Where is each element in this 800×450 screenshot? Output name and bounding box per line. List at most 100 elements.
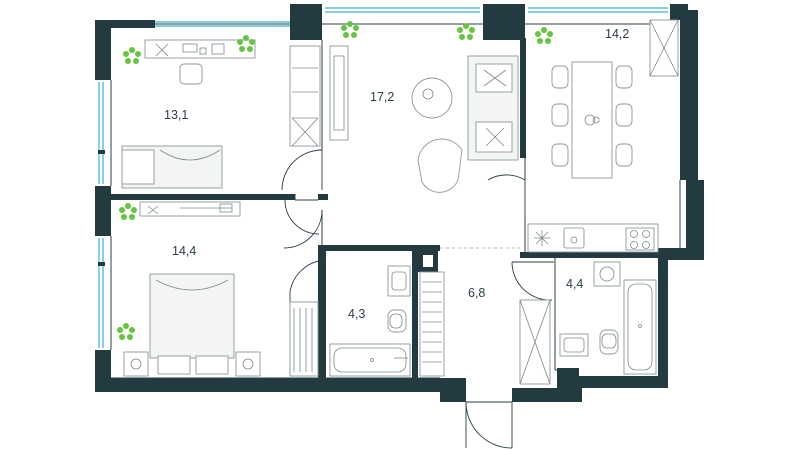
- chair-left-2: [551, 103, 569, 127]
- column-top-2: [483, 4, 525, 40]
- wall-bedrooms-divider: [95, 194, 295, 200]
- plant-icon: [341, 21, 359, 38]
- bath2-sink: [559, 333, 589, 357]
- nightstand-1-lamp: [130, 358, 142, 370]
- books-icon: [211, 43, 225, 55]
- wall-bath1-top: [318, 245, 440, 251]
- window-living: [325, 7, 480, 13]
- window-bedroom2-left: [98, 238, 104, 348]
- nightstand-2-lamp: [242, 358, 254, 370]
- room-area-hall: 6,8: [468, 286, 485, 300]
- bedroom-1-furniture: [121, 39, 321, 189]
- chair-right-1: [615, 65, 633, 89]
- room-area-bathroom-1: 4,3: [348, 307, 365, 321]
- table-vase-2: [592, 116, 600, 124]
- wardrobe-2-hangers: [293, 308, 313, 372]
- bed-1-pillow: [121, 149, 155, 185]
- chair-left-3: [551, 143, 569, 167]
- wall-left-mid: [95, 186, 111, 236]
- column-hall-hole: [423, 255, 433, 267]
- wardrobe-1-shelves: [292, 67, 318, 119]
- wall-top-left: [95, 20, 155, 28]
- sink-drain: [570, 236, 578, 244]
- chair-right-3: [615, 143, 633, 167]
- bed-2: [149, 273, 235, 359]
- burner-1: [630, 230, 638, 238]
- washing-machine: [593, 261, 621, 287]
- dresser-lamp: [147, 205, 159, 215]
- shower-tray: [623, 279, 657, 375]
- bathtub-1-basin: [333, 347, 407, 373]
- wall-right-step: [658, 248, 704, 260]
- tv-screen: [333, 55, 345, 131]
- bath1-toilet: [387, 309, 407, 333]
- windows: [98, 7, 668, 348]
- hall-wardrobe: [419, 271, 445, 377]
- door-bath2: [511, 261, 554, 301]
- bed-2-blanket: [155, 279, 229, 291]
- fridge-cross: [649, 19, 679, 77]
- room-area-living: 17,2: [370, 90, 394, 104]
- wardrobe-2: [289, 301, 319, 377]
- wall-right: [680, 10, 698, 180]
- sofa-cushion-2: [475, 121, 513, 153]
- monitor-icon: [182, 43, 198, 53]
- tv-unit: [329, 45, 349, 141]
- wall-right-lower: [686, 180, 704, 260]
- bath1-sink-basin: [391, 271, 407, 291]
- cooktop: [625, 227, 655, 251]
- hall-wardrobe-hangers: [422, 281, 442, 363]
- wall-entrance-left: [440, 378, 466, 402]
- bath1-toilet-seat: [389, 313, 403, 329]
- bathroom-2-fixtures: [559, 261, 657, 375]
- desk-chair: [179, 63, 203, 85]
- bed-1-blanket: [159, 149, 221, 161]
- shower-basin: [627, 283, 653, 371]
- wardrobe-1-cross: [291, 117, 319, 147]
- dresser-item: [219, 203, 233, 213]
- window-bedroom2-mullion: [98, 262, 105, 266]
- wall-bath2-notch: [557, 368, 579, 392]
- table-vase: [584, 114, 596, 126]
- nightstand-1: [123, 351, 149, 377]
- room-area-bathroom-2: 4,4: [566, 277, 583, 291]
- sofa-pillow-2: [485, 127, 505, 147]
- plants: [117, 21, 553, 340]
- nightstand-2: [235, 351, 261, 377]
- wall-bottom-left: [95, 378, 450, 392]
- chair-right-2: [615, 103, 633, 127]
- door-kitchen: [487, 174, 526, 215]
- bedroom-2-furniture: [123, 201, 319, 377]
- room-area-bedroom-1: 13,1: [164, 108, 188, 122]
- window-bedroom1-top: [155, 21, 290, 27]
- plant-icon: [457, 23, 475, 40]
- bath1-sink: [387, 265, 411, 297]
- desk-item: [199, 47, 207, 55]
- door-living-corridor: [283, 209, 323, 249]
- wall-bedroom-divider-right: [318, 194, 328, 200]
- kitchen-furniture: [527, 19, 679, 253]
- armchair: [417, 138, 463, 193]
- bath2-toilet: [599, 329, 619, 355]
- window-kitchen: [528, 7, 668, 13]
- washing-machine-drum: [599, 266, 615, 282]
- bath2-toilet-seat: [601, 333, 617, 349]
- wall-kitchen-left: [520, 38, 526, 158]
- coffee-table-vase: [422, 88, 434, 100]
- walls: [95, 4, 704, 402]
- area-labels: 13,1 17,2 14,2 14,4 4,3 6,8 4,4: [164, 27, 629, 321]
- shower-drain: [638, 324, 642, 328]
- bathtub-1-drain: [370, 358, 374, 362]
- room-area-kitchen: 14,2: [605, 27, 629, 41]
- wall-bath2-bottom: [570, 376, 668, 388]
- burner-2: [642, 230, 650, 238]
- window-bedroom1-mullion: [98, 150, 105, 154]
- coffee-table: [411, 77, 453, 119]
- window-bedroom1-left: [98, 82, 104, 184]
- hall-shoe-cabinet-cross: [519, 299, 551, 385]
- wall-bath1-left: [318, 245, 326, 380]
- hall-furniture: [419, 271, 551, 385]
- extractor-icon: [534, 230, 550, 246]
- bed-2-pillow-2: [195, 355, 229, 375]
- corridor-line: [294, 194, 318, 201]
